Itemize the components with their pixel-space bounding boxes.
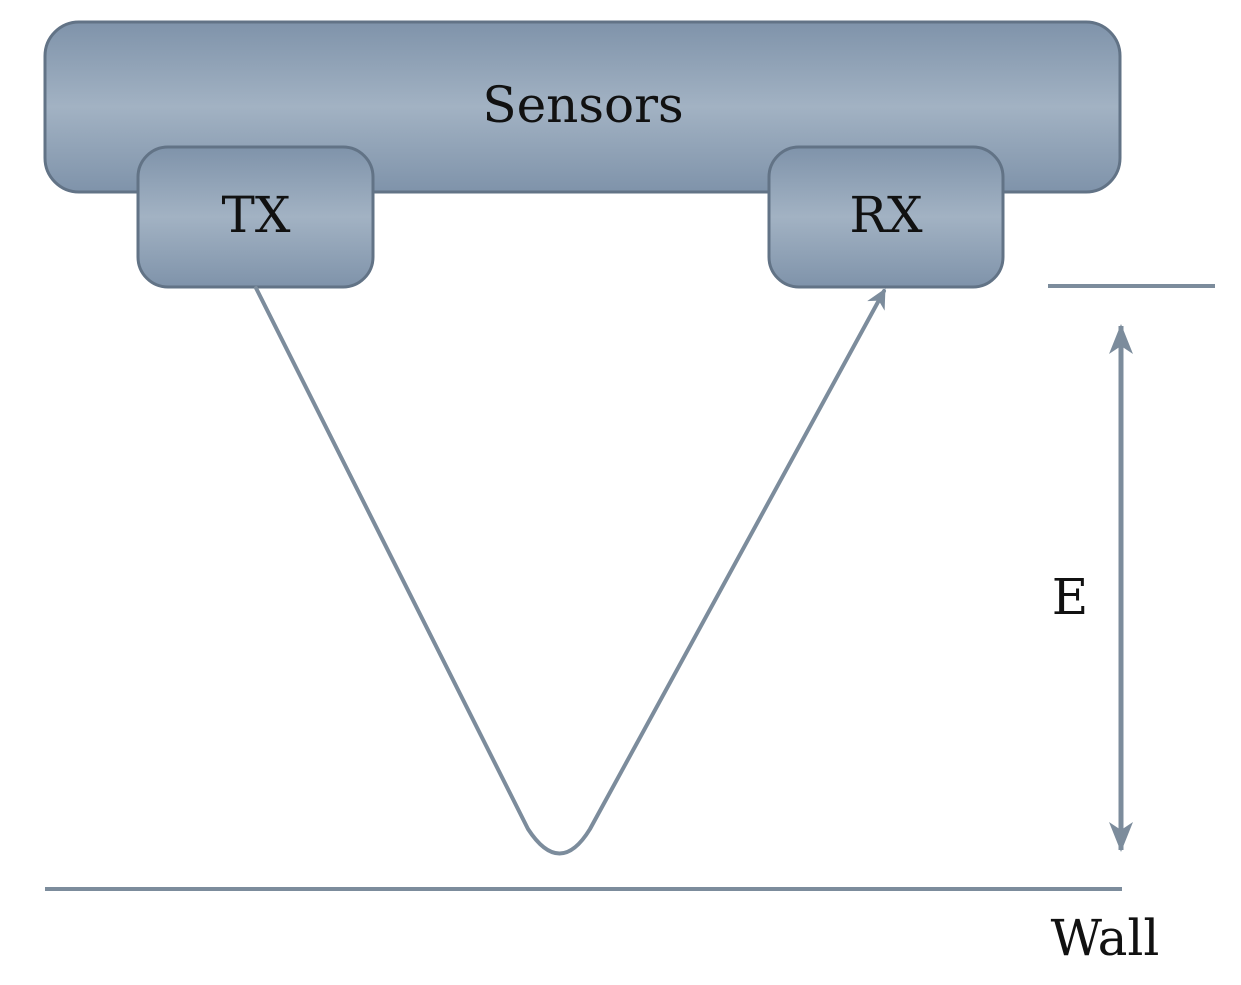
wall-label: Wall <box>1051 909 1160 967</box>
distance-label: E <box>1052 568 1089 626</box>
tx-label: TX <box>222 186 291 244</box>
rx-box <box>767 145 1005 289</box>
signal-path <box>254 286 886 856</box>
rx-block: RX <box>767 145 1005 289</box>
rx-label: RX <box>849 186 923 244</box>
tx-block: TX <box>136 145 375 289</box>
sensors-label: Sensors <box>482 76 683 134</box>
